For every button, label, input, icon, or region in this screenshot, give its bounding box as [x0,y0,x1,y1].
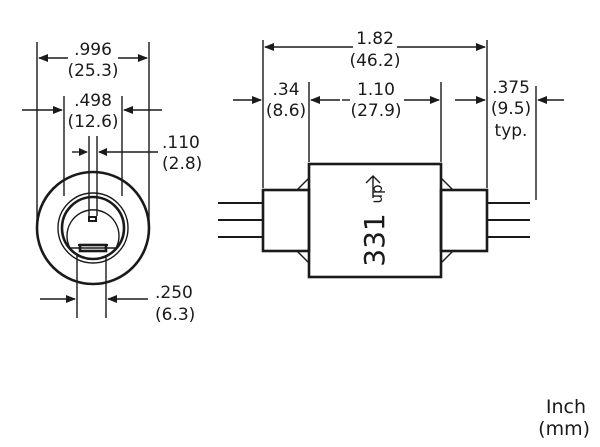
up-marking: up [368,184,386,203]
shaft-length-mm: (8.6) [266,101,306,121]
end-view: .996 (25.3) .498 (12.6) .110 (2.8) [22,40,202,325]
dim-inner-diameter: .498 (12.6) [22,91,162,196]
left-leads [218,202,263,238]
inner-diameter-inch: .498 [74,91,112,111]
lead-length-inch: .375 [492,78,530,98]
flat-offset-inch: .250 [155,283,193,303]
dim-lead-length: .375 (9.5) typ. [455,78,564,200]
right-shaft [439,188,489,253]
dim-overall-diameter: .996 (25.3) [36,40,150,230]
left-shaft [261,188,311,253]
slot-width-mm: (2.8) [162,154,202,174]
side-view: 331 up 1.82 (46.2) .34 (8.6) [218,29,564,279]
slot [88,216,97,222]
slot-width-inch: .110 [162,133,200,153]
flat-offset-mm: (6.3) [155,305,195,325]
inner-diameter-mm: (12.6) [67,112,118,132]
up-arrow-icon [365,175,381,198]
body-marking: 331 [358,213,391,266]
dim-overall-length: 1.82 (46.2) [262,29,488,188]
shaft-length-inch: .34 [272,80,299,100]
dim-flat-offset: .250 (6.3) [40,255,195,325]
overall-length-inch: 1.82 [356,29,394,49]
dim-slot-width: .110 (2.8) [72,133,202,216]
shaft-outer [60,195,126,261]
shaft-face [66,209,120,249]
right-leads [487,202,530,238]
units-secondary: (mm) [538,418,590,440]
overall-diameter-inch: .996 [74,40,112,60]
body-length-inch: 1.10 [357,80,395,100]
overall-diameter-mm: (25.3) [67,61,118,81]
units-legend: Inch (mm) [538,396,590,440]
outer-ring [35,170,151,286]
lead-length-note: typ. [495,121,528,141]
dim-body-length: 1.10 (27.9) [342,80,442,162]
overall-length-mm: (46.2) [349,51,400,71]
flat-step [78,243,108,253]
body-length-mm: (27.9) [350,101,401,121]
units-primary: Inch [546,396,586,418]
lead-length-mm: (9.5) [491,99,531,119]
dim-shaft-length: .34 (8.6) [233,80,340,162]
lead-bends [296,177,454,264]
middle-ring [57,192,129,264]
